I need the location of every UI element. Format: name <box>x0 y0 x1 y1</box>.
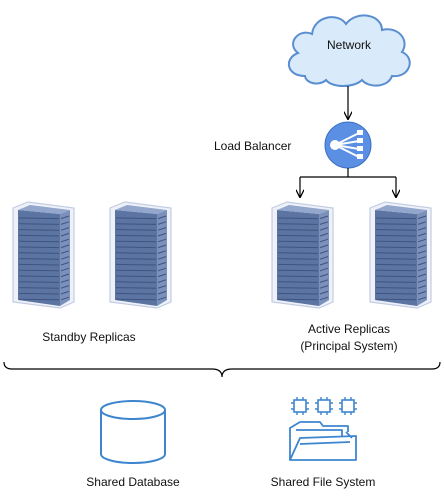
active-server-2 <box>369 201 432 309</box>
shared-database: Shared Database <box>86 400 180 489</box>
shared-file-system-label: Shared File System <box>271 475 376 489</box>
shared-database-label: Shared Database <box>86 475 180 489</box>
standby-server-2 <box>109 201 172 309</box>
database-icon <box>100 400 166 464</box>
grouping-brace <box>3 361 441 378</box>
load-balancer: Load Balancer <box>214 121 372 169</box>
shared-file-system: Shared File System <box>271 397 376 489</box>
folder-icon <box>289 421 357 461</box>
load-balancer-label: Load Balancer <box>214 139 291 153</box>
active-replicas-label-line2: (Principal System) <box>300 339 397 353</box>
active-replicas-label-line1: Active Replicas <box>308 322 390 336</box>
standby-replicas-label: Standby Replicas <box>42 330 135 344</box>
active-server-1 <box>271 201 334 309</box>
network-cloud: Network <box>288 14 411 87</box>
standby-replicas-group: Standby Replicas <box>12 201 172 344</box>
active-replicas-group: Active Replicas (Principal System) <box>271 201 432 353</box>
chip-icons <box>291 397 357 415</box>
cloud-icon <box>288 14 411 87</box>
lb-to-active-connectors <box>300 168 396 197</box>
standby-server-1 <box>12 201 75 309</box>
network-label: Network <box>327 38 372 52</box>
